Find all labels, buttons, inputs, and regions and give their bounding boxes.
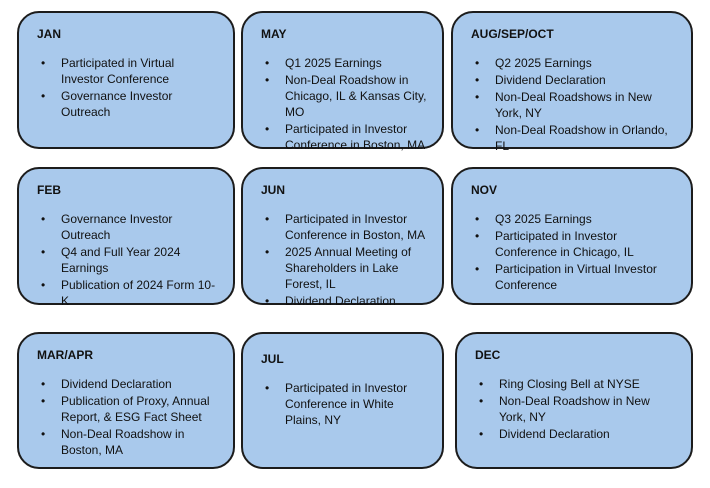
bullet-icon: • <box>479 394 484 408</box>
list-item: •Participated in Investor Conference in … <box>265 122 426 152</box>
list-item: •Participated in Investor Conference in … <box>265 381 408 427</box>
bullet-icon: • <box>41 56 46 70</box>
card-mar-apr: MAR/APR •Dividend Declaration •Publicati… <box>17 332 235 469</box>
event-list: •Q2 2025 Earnings •Dividend Declaration … <box>471 55 677 154</box>
list-item: •Governance Investor Outreach <box>41 89 173 119</box>
bullet-icon: • <box>479 427 484 441</box>
card-nov: NOV •Q3 2025 Earnings •Participated in I… <box>451 167 693 305</box>
list-item: •Participated in Investor Conference in … <box>265 212 426 242</box>
list-item: •Dividend Declaration <box>265 294 396 308</box>
bullet-icon: • <box>41 212 46 226</box>
list-item: •Q3 2025 Earnings <box>475 212 592 226</box>
list-item: •Participated in Investor Conference in … <box>475 229 634 259</box>
card-may: MAY •Q1 2025 Earnings •Non-Deal Roadshow… <box>241 11 444 152</box>
list-item: •Participation in Virtual Investor Confe… <box>475 262 657 292</box>
list-item: •Non-Deal Roadshow in Boston, MA <box>41 427 185 457</box>
bullet-icon: • <box>475 73 480 87</box>
card-title: DEC <box>475 348 501 362</box>
bullet-icon: • <box>41 377 46 391</box>
bullet-icon: • <box>41 278 46 292</box>
list-item: •Q1 2025 Earnings <box>265 56 382 70</box>
bullet-icon: • <box>475 212 480 226</box>
card-dec: DEC •Ring Closing Bell at NYSE •Non-Deal… <box>455 332 693 469</box>
list-item: •Non-Deal Roadshow in Chicago, IL & Kans… <box>265 73 427 119</box>
card-feb: FEB •Governance Investor Outreach •Q4 an… <box>17 167 235 308</box>
card-title: JUN <box>261 183 286 197</box>
event-list: •Participated in Virtual Investor Confer… <box>37 55 219 120</box>
event-list: •Participated in Investor Conference in … <box>261 380 428 428</box>
event-list: •Governance Investor Outreach •Q4 and Fu… <box>37 211 219 309</box>
list-item: •Participated in Virtual Investor Confer… <box>41 56 175 86</box>
list-item: •Non-Deal Roadshows in New York, NY <box>475 90 652 120</box>
card-aug-sep-oct: AUG/SEP/OCT •Q2 2025 Earnings •Dividend … <box>451 11 693 153</box>
event-list: •Ring Closing Bell at NYSE •Non-Deal Roa… <box>475 376 677 442</box>
list-item: •Governance Investor Outreach <box>41 212 173 242</box>
bullet-icon: • <box>41 245 46 259</box>
bullet-icon: • <box>475 56 480 70</box>
bullet-icon: • <box>41 394 46 408</box>
card-jan: JAN •Participated in Virtual Investor Co… <box>17 11 235 149</box>
bullet-icon: • <box>41 89 46 103</box>
card-title: NOV <box>471 183 498 197</box>
bullet-icon: • <box>475 229 480 243</box>
list-item: •2025 Annual Meeting of Shareholders in … <box>265 245 412 291</box>
bullet-icon: • <box>41 427 46 441</box>
bullet-icon: • <box>475 123 480 137</box>
bullet-icon: • <box>265 122 270 136</box>
event-list: •Q3 2025 Earnings •Participated in Inves… <box>471 211 677 293</box>
card-title: MAY <box>261 27 287 41</box>
card-title: AUG/SEP/OCT <box>471 27 554 41</box>
bullet-icon: • <box>265 73 270 87</box>
list-item: •Non-Deal Roadshow in Orlando, FL <box>475 123 668 153</box>
card-title: JUL <box>261 352 284 366</box>
bullet-icon: • <box>265 212 270 226</box>
card-title: JAN <box>37 27 62 41</box>
bullet-icon: • <box>479 377 484 391</box>
list-item: •Q4 and Full Year 2024 Earnings <box>41 245 181 275</box>
list-item: •Dividend Declaration <box>479 427 610 441</box>
card-title: FEB <box>37 183 61 197</box>
event-list: •Dividend Declaration •Publication of Pr… <box>37 376 219 458</box>
list-item: •Non-Deal Roadshow in New York, NY <box>479 394 650 424</box>
bullet-icon: • <box>265 381 270 395</box>
card-jun: JUN •Participated in Investor Conference… <box>241 167 444 308</box>
bullet-icon: • <box>265 294 270 308</box>
list-item: •Publication of 2024 Form 10-K <box>41 278 216 308</box>
card-title: MAR/APR <box>37 348 93 362</box>
bullet-icon: • <box>475 262 480 276</box>
list-item: •Dividend Declaration <box>41 377 172 391</box>
card-jul: JUL •Participated in Investor Conference… <box>241 332 444 469</box>
list-item: •Dividend Declaration <box>475 73 606 87</box>
bullet-icon: • <box>475 90 480 104</box>
list-item: •Ring Closing Bell at NYSE <box>479 377 640 391</box>
bullet-icon: • <box>265 245 270 259</box>
event-list: •Participated in Investor Conference in … <box>261 211 428 309</box>
list-item: •Publication of Proxy, Annual Report, & … <box>41 394 210 424</box>
bullet-icon: • <box>265 56 270 70</box>
event-list: •Q1 2025 Earnings •Non-Deal Roadshow in … <box>261 55 428 153</box>
list-item: •Q2 2025 Earnings <box>475 56 592 70</box>
